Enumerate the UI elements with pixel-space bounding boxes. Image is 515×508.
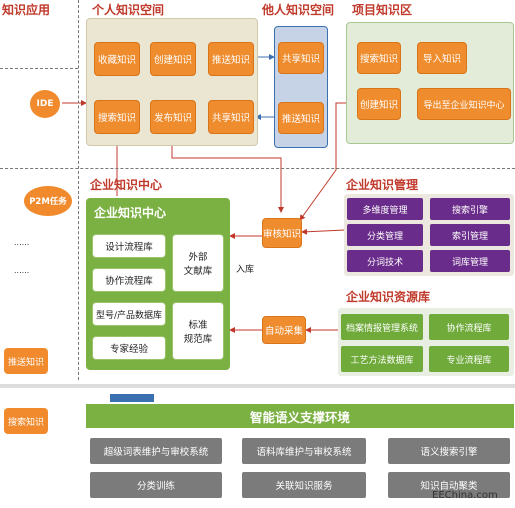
professional-flow-lib[interactable]: 专业流程库 bbox=[429, 346, 509, 372]
others-space-title: 他人知识空间 bbox=[262, 3, 335, 17]
personal-search-button[interactable]: 搜索知识 bbox=[94, 100, 140, 134]
column-divider bbox=[78, 0, 79, 380]
semantic-search-engine[interactable]: 语义搜索引擎 bbox=[388, 438, 510, 464]
archive-system[interactable]: 档案情报管理系统 bbox=[341, 314, 423, 340]
resources-title: 企业知识资源库 bbox=[346, 290, 431, 304]
personal-share-button[interactable]: 共享知识 bbox=[208, 100, 254, 134]
project-export-button[interactable]: 导出至企业知识中心 bbox=[417, 88, 511, 120]
lexicon-management[interactable]: 词库管理 bbox=[430, 250, 510, 272]
management-title: 企业知识管理 bbox=[346, 178, 419, 192]
classification-training[interactable]: 分类训练 bbox=[90, 472, 222, 498]
ellipsis-2: ...... bbox=[14, 266, 30, 275]
push-knowledge-button[interactable]: 推送知识 bbox=[4, 348, 48, 374]
related-knowledge-service[interactable]: 关联知识服务 bbox=[242, 472, 366, 498]
project-import-button[interactable]: 导入知识 bbox=[417, 42, 467, 74]
others-push-button[interactable]: 推送知识 bbox=[278, 102, 324, 134]
personal-publish-button[interactable]: 发布知识 bbox=[150, 100, 196, 134]
left-column-title: 知识应用 bbox=[2, 3, 51, 17]
expert-experience[interactable]: 专家经验 bbox=[92, 336, 166, 360]
search-knowledge-button[interactable]: 搜索知识 bbox=[4, 408, 48, 434]
project-create-button[interactable]: 创建知识 bbox=[357, 88, 401, 120]
watermark: EEChina.com bbox=[432, 490, 498, 501]
section-divider bbox=[0, 384, 515, 388]
external-literature-lib[interactable]: 外部 文献库 bbox=[172, 234, 224, 292]
inlib-label: 入库 bbox=[236, 265, 255, 275]
model-product-db[interactable]: 型号/产品数据库 bbox=[92, 302, 166, 326]
project-search-button[interactable]: 搜索知识 bbox=[357, 42, 401, 74]
enterprise-center-outer-title: 企业知识中心 bbox=[90, 178, 163, 192]
process-method-db[interactable]: 工艺方法数据库 bbox=[341, 346, 423, 372]
search-engine[interactable]: 搜索引擎 bbox=[430, 198, 510, 220]
segmentation-tech[interactable]: 分词技术 bbox=[347, 250, 423, 272]
auto-clustering[interactable]: 知识自动聚类 bbox=[388, 472, 510, 498]
project-area-title: 项目知识区 bbox=[352, 3, 413, 17]
decorative-blue-bar bbox=[110, 394, 154, 402]
auto-collect-button[interactable]: 自动采集 bbox=[262, 316, 306, 344]
row-divider-2 bbox=[0, 168, 515, 169]
personal-collect-button[interactable]: 收藏知识 bbox=[94, 42, 140, 76]
personal-push-button[interactable]: 推送知识 bbox=[208, 42, 254, 76]
corpus-system[interactable]: 语料库维护与审校系统 bbox=[242, 438, 366, 464]
ide-node[interactable]: IDE bbox=[30, 90, 60, 118]
personal-space-title: 个人知识空间 bbox=[92, 3, 165, 17]
collab-flow-lib-2[interactable]: 协作流程库 bbox=[429, 314, 509, 340]
collab-flow-lib[interactable]: 协作流程库 bbox=[92, 268, 166, 292]
row-divider-1 bbox=[0, 68, 78, 69]
index-management[interactable]: 索引管理 bbox=[430, 224, 510, 246]
category-management[interactable]: 分类管理 bbox=[347, 224, 423, 246]
review-knowledge-button[interactable]: 审核知识 bbox=[262, 218, 302, 248]
enterprise-center-inner-title: 企业知识中心 bbox=[94, 206, 167, 220]
multi-dim-management[interactable]: 多维度管理 bbox=[347, 198, 423, 220]
semantic-env-title: 智能语义支撑环境 bbox=[86, 404, 514, 428]
project-area-panel bbox=[346, 22, 514, 144]
ellipsis-1: ...... bbox=[14, 238, 30, 247]
standard-spec-lib[interactable]: 标准 规范库 bbox=[172, 302, 224, 360]
personal-create-button[interactable]: 创建知识 bbox=[150, 42, 196, 76]
super-thesaurus-system[interactable]: 超级词表维护与审校系统 bbox=[90, 438, 222, 464]
others-share-button[interactable]: 共享知识 bbox=[278, 42, 324, 74]
design-flow-lib[interactable]: 设计流程库 bbox=[92, 234, 166, 258]
p2m-task-node[interactable]: P2M任务 bbox=[24, 186, 72, 216]
